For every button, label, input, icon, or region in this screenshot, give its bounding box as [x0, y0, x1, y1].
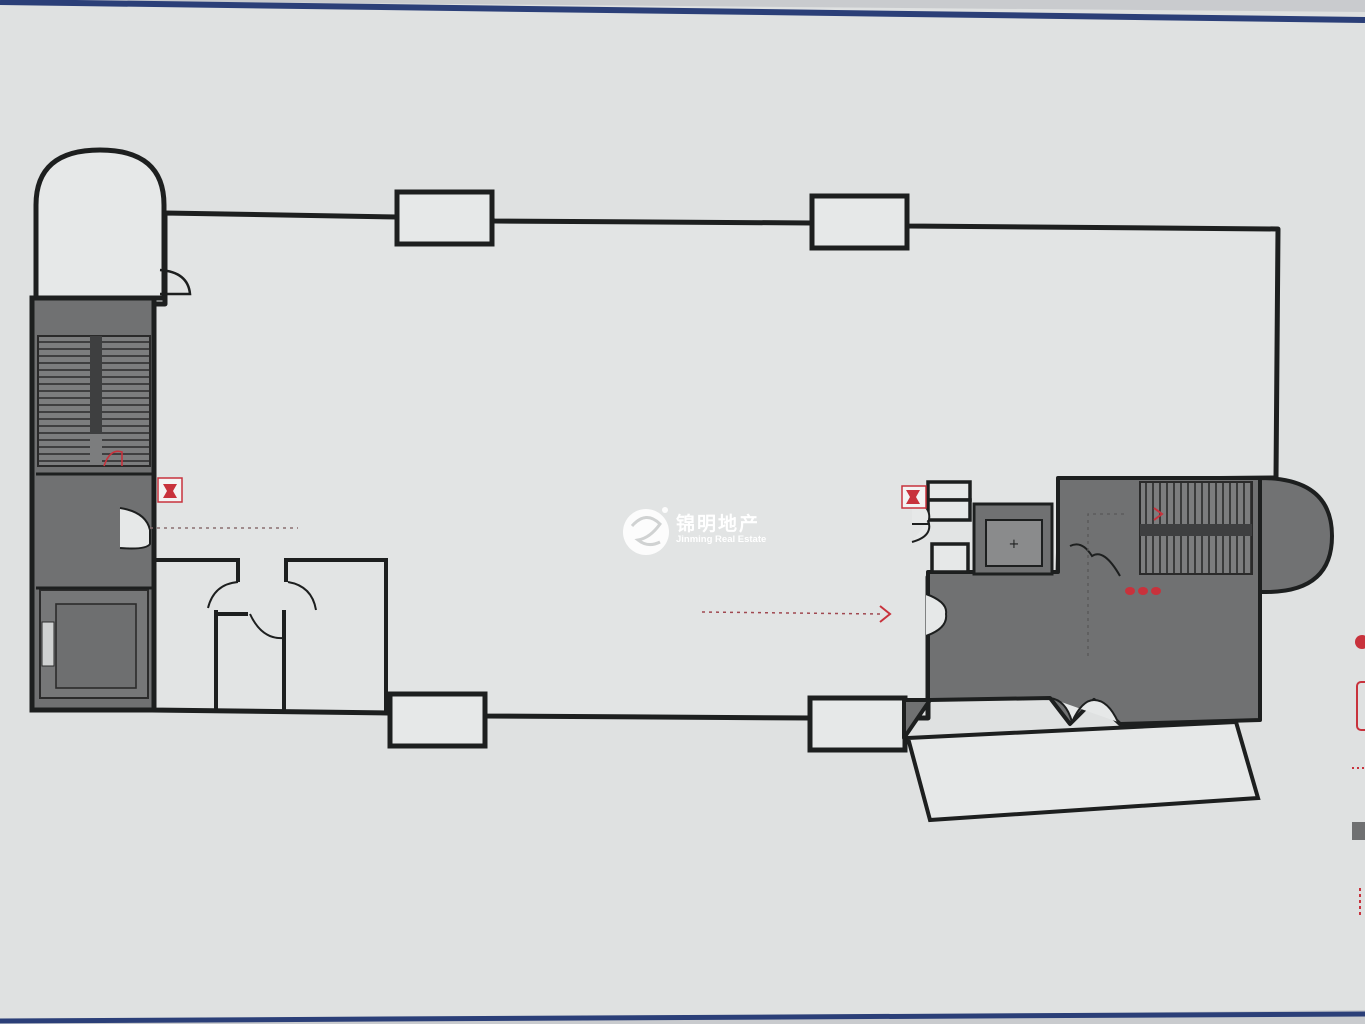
watermark-chinese: 锦明地产: [676, 513, 761, 535]
blue-frame-bottom: [0, 1011, 1365, 1024]
left-exit-door: [119, 507, 151, 550]
elevator-icon: +: [972, 502, 1054, 576]
column-top-2: [809, 193, 910, 251]
left-dome-room: [33, 147, 167, 301]
elevator-icon: [39, 589, 149, 699]
right-hall-door: [925, 593, 948, 637]
column-top-1: [394, 189, 495, 247]
legend-marker: [1352, 822, 1365, 840]
evacuation-route-right: [701, 611, 881, 615]
utility-rooms: [926, 480, 972, 574]
blue-frame-top: [0, 0, 1365, 23]
stair-door-swing: [103, 450, 123, 467]
washroom-door-swing: [207, 581, 317, 640]
dome-door-swing: [159, 268, 192, 296]
bottom-double-door: [1049, 697, 1119, 725]
column-bottom-2: [807, 695, 908, 753]
evacuation-route-core: [1087, 513, 1126, 656]
watermark: 锦明地产 Jinming Real Estate: [676, 514, 766, 545]
right-dome-room: [1258, 475, 1335, 594]
watermark-english: Jinming Real Estate: [676, 533, 767, 545]
annex-room: [905, 719, 1261, 823]
fire-hydrant-icon: [1125, 587, 1161, 595]
washroom-block: [152, 558, 388, 712]
fire-extinguisher-icon: [157, 477, 183, 503]
legend-marker: [1356, 681, 1365, 731]
column-bottom-1: [387, 691, 488, 749]
evacuation-arrow-icon: [879, 605, 892, 623]
stair-icon: [37, 335, 151, 467]
svg-text:+: +: [1009, 537, 1020, 552]
stair-icon: [1139, 481, 1253, 575]
legend-marker: [1355, 635, 1365, 649]
evacuation-arrow-icon: [1153, 507, 1164, 521]
watermark-logo: [623, 507, 669, 555]
inner-door-swing: [1069, 543, 1121, 577]
fire-extinguisher-icon: [901, 485, 927, 509]
